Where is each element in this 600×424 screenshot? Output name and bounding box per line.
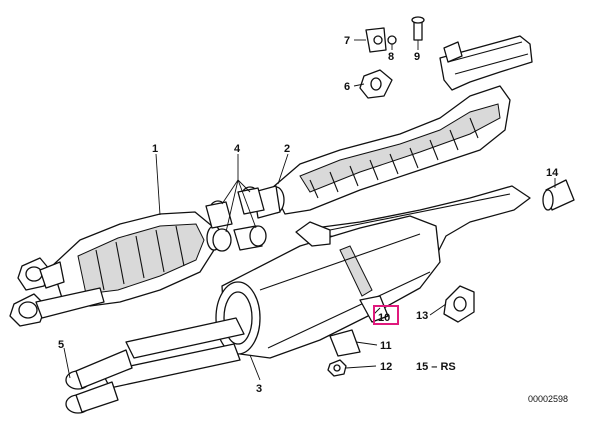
label-4: 4 bbox=[234, 143, 241, 155]
label-5: 5 bbox=[58, 339, 64, 351]
label-10: 10 bbox=[378, 312, 390, 324]
rubber-mount-13 bbox=[443, 285, 475, 323]
label-9: 9 bbox=[414, 51, 420, 63]
highlight-box-10 bbox=[373, 305, 399, 325]
label-2: 2 bbox=[284, 143, 290, 155]
label-11: 11 bbox=[380, 340, 392, 352]
catalytic-converter-2 bbox=[253, 85, 511, 219]
diagram-code: 00002598 bbox=[528, 394, 568, 404]
sleeve-14 bbox=[542, 179, 575, 211]
label-6: 6 bbox=[344, 81, 350, 93]
label-14: 14 bbox=[546, 167, 559, 179]
label-13: 13 bbox=[416, 310, 428, 322]
catalytic-converter-1 bbox=[9, 211, 222, 327]
label-15-rs: 15 – RS bbox=[416, 361, 456, 373]
rear-pipe-upper bbox=[439, 35, 533, 91]
nut-12 bbox=[327, 359, 347, 377]
leader-lines bbox=[63, 39, 556, 381]
clamp-sleeves bbox=[205, 186, 267, 252]
tail-pipes bbox=[65, 317, 245, 414]
label-3: 3 bbox=[256, 383, 262, 395]
label-7: 7 bbox=[344, 35, 350, 47]
part-labels: 1 2 3 4 5 6 7 8 9 10 11 12 13 14 15 – RS… bbox=[58, 35, 568, 404]
small-parts-top bbox=[359, 16, 425, 99]
hanger-bracket bbox=[329, 329, 361, 357]
label-8: 8 bbox=[388, 51, 394, 63]
label-12: 12 bbox=[380, 361, 392, 373]
rear-silencer bbox=[215, 215, 441, 359]
label-1: 1 bbox=[152, 143, 158, 155]
